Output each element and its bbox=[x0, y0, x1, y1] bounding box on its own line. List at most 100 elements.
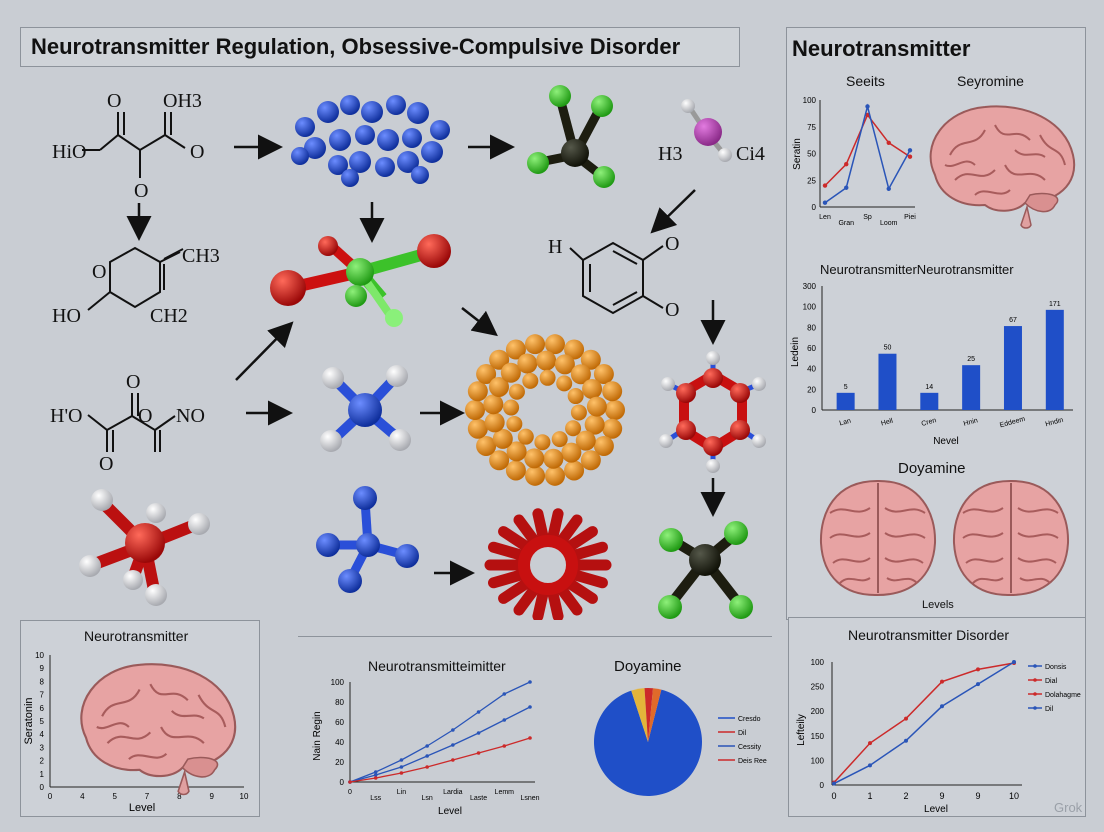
red-bond bbox=[513, 585, 539, 616]
chart6-xtick: Lemm bbox=[495, 789, 515, 796]
chart2-ylabel: Ledein bbox=[790, 337, 801, 367]
pie-legend-label: Dil bbox=[738, 730, 747, 737]
chart2-data-label: 14 bbox=[925, 384, 933, 391]
h3ci-h3: H3 bbox=[658, 143, 682, 165]
chart8-ytick: 0 bbox=[820, 781, 825, 790]
chart8-xtick: 10 bbox=[1009, 791, 1019, 801]
chart8-point bbox=[940, 704, 944, 709]
orange-atom bbox=[492, 428, 513, 449]
orange-atom bbox=[570, 404, 587, 421]
orange-atom bbox=[467, 418, 488, 439]
orange-ring-molecule bbox=[465, 334, 625, 486]
chart6-point bbox=[373, 776, 378, 780]
chart6-xtick: Lardia bbox=[443, 789, 463, 796]
orange-atom bbox=[575, 430, 596, 451]
chart1-xtick: Loom bbox=[880, 220, 898, 227]
chart1-xtick: Sp bbox=[863, 214, 872, 221]
mol3-o1: O bbox=[126, 371, 140, 393]
bottom-right-panel bbox=[788, 617, 1086, 817]
chart6-point bbox=[373, 773, 378, 777]
chart8-point bbox=[832, 781, 836, 786]
chart6-point bbox=[502, 744, 507, 748]
orange-atom bbox=[536, 350, 557, 371]
red-ring-core bbox=[518, 535, 578, 595]
chart6-ytick: 60 bbox=[335, 718, 344, 727]
mol1-o-right: O bbox=[190, 141, 204, 163]
chart2-data-label: 171 bbox=[1049, 301, 1061, 308]
brain-icon bbox=[952, 480, 1070, 596]
chart2-ytick: 0 bbox=[812, 406, 817, 415]
orange-atom bbox=[554, 354, 575, 375]
orange-atom bbox=[564, 460, 585, 481]
chart6-point bbox=[451, 758, 455, 762]
chart2-data-label: 25 bbox=[967, 356, 975, 363]
bottom-divider bbox=[298, 636, 772, 637]
chart8-legend-label: Dil bbox=[1045, 706, 1054, 713]
chart6-point bbox=[476, 710, 481, 714]
orange-atom bbox=[561, 442, 582, 463]
chart8-title: Neurotransmitter Disorder bbox=[848, 627, 1010, 643]
chart1-ytick: 50 bbox=[807, 150, 816, 159]
chart6-xlabel: Level bbox=[438, 806, 462, 816]
chart6-point bbox=[425, 744, 429, 748]
chart8-point bbox=[976, 667, 980, 672]
red-bond bbox=[532, 589, 549, 620]
chart6-series-line bbox=[349, 706, 531, 783]
chart8-ytick: 150 bbox=[811, 732, 825, 741]
chart8-ytick: 250 bbox=[811, 683, 825, 692]
skeletal-molecule-1 bbox=[82, 112, 186, 178]
red-white-molecule bbox=[79, 489, 210, 606]
orange-atom bbox=[503, 399, 520, 416]
red-bond bbox=[557, 585, 583, 616]
red-bond bbox=[570, 541, 609, 561]
orange-atom bbox=[525, 334, 546, 355]
orange-atom bbox=[551, 431, 568, 448]
orange-atom bbox=[602, 381, 623, 402]
mol3-o2: O bbox=[138, 405, 152, 427]
chart2-xtick: Eddeem bbox=[999, 416, 1026, 430]
red-bond bbox=[547, 589, 564, 620]
chart8-legend-marker bbox=[1033, 692, 1037, 696]
orange-atom bbox=[539, 369, 556, 386]
chart1-ytick: 100 bbox=[803, 96, 817, 105]
chart2-bar: 020406080100300Ledein5Lan50Hell14Cren25H… bbox=[790, 282, 1073, 447]
orange-atom bbox=[465, 400, 485, 420]
chart5-ytick: 1 bbox=[40, 770, 45, 779]
chart5-xtick: 0 bbox=[48, 792, 53, 801]
orange-atom bbox=[489, 349, 510, 370]
benzene-molecule bbox=[569, 241, 664, 315]
pie-legend-label: Cessity bbox=[738, 744, 761, 751]
chart5-xtick: 10 bbox=[240, 792, 249, 801]
orange-atom bbox=[476, 435, 497, 456]
chart5-xtick: 9 bbox=[209, 792, 214, 801]
chart6-point bbox=[399, 765, 404, 769]
blue-tripod-molecule bbox=[316, 486, 419, 593]
orange-atom bbox=[544, 465, 565, 486]
chart1-point bbox=[844, 162, 849, 167]
chart2-xtick: Cren bbox=[921, 417, 938, 428]
chart1-point bbox=[907, 154, 913, 159]
brain-icon bbox=[819, 480, 937, 596]
chart8-xtick: 9 bbox=[939, 791, 944, 801]
chart8-legend-label: Dial bbox=[1045, 678, 1058, 685]
mol2-ch3: CH3 bbox=[182, 245, 220, 267]
chart6-point bbox=[425, 765, 429, 769]
brains-title: Doyamine bbox=[898, 460, 966, 477]
blue-white-molecule bbox=[320, 365, 411, 452]
chart1-ytick: 75 bbox=[807, 123, 816, 132]
chart1-point bbox=[822, 183, 828, 188]
chart6-ytick: 40 bbox=[335, 738, 344, 747]
red-blue-hex-molecule bbox=[659, 351, 766, 473]
orange-atom bbox=[506, 441, 527, 462]
chart2-xtick: Hell bbox=[880, 417, 894, 427]
chart2-ytick: 40 bbox=[807, 365, 816, 374]
orange-atom bbox=[582, 378, 603, 399]
chart6-ytick: 80 bbox=[335, 698, 344, 707]
green-black-molecule bbox=[527, 85, 615, 188]
orange-atom bbox=[556, 375, 573, 392]
chart6-point bbox=[528, 705, 532, 709]
watermark: Grok bbox=[1054, 800, 1083, 815]
